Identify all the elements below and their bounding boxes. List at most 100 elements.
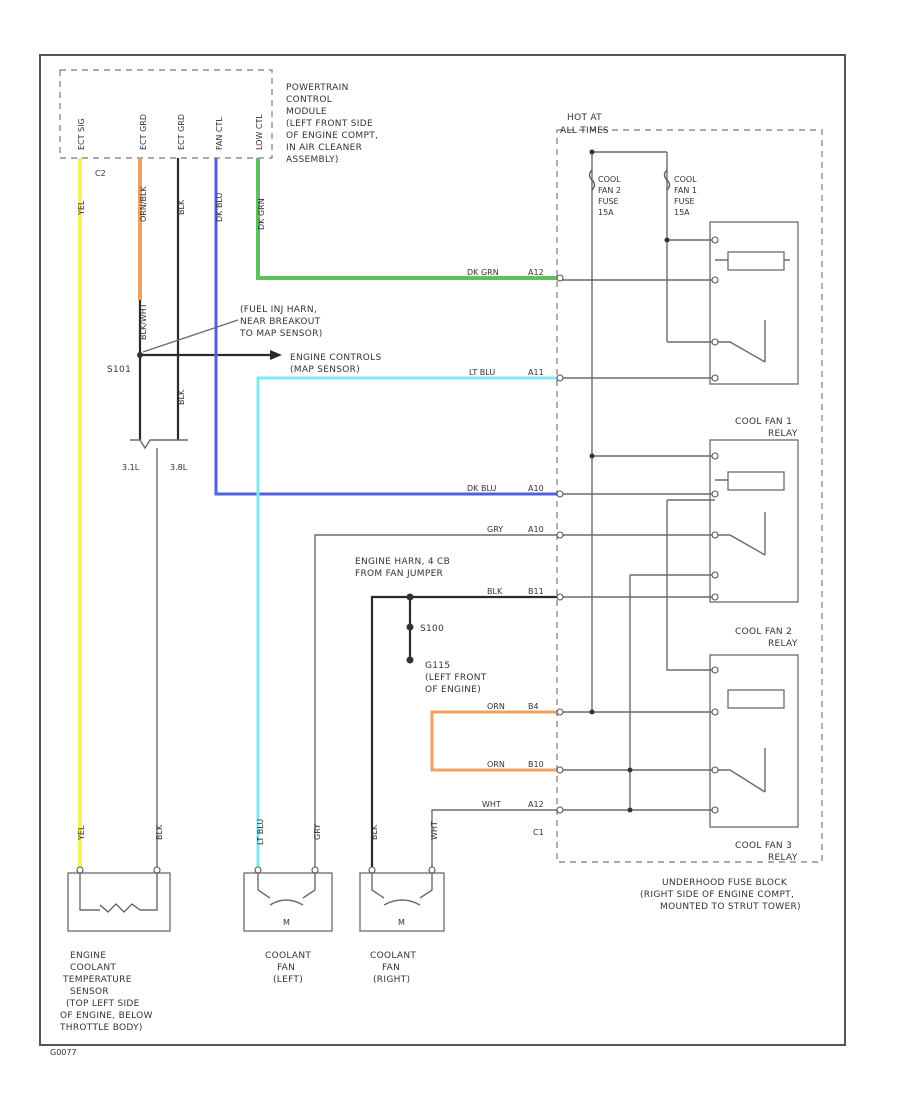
- splice-s100-label: S100: [420, 624, 444, 634]
- fuse-2-line: COOL: [598, 175, 621, 184]
- fuse-2-line: FAN 2: [598, 186, 621, 195]
- wire-row-pin: A10: [528, 484, 544, 493]
- fan-left-line: COOLANT: [265, 951, 311, 961]
- wire-row-pin: A10: [528, 525, 544, 534]
- pcm-title-line: (LEFT FRONT SIDE: [286, 119, 373, 129]
- wire-row-label: WHT: [482, 800, 501, 809]
- wire-label-blk2: BLK: [177, 389, 186, 405]
- wire-row-label: LT BLU: [469, 368, 495, 377]
- fuse-block-location-line: UNDERHOOD FUSE BLOCK: [662, 878, 788, 888]
- wire-label-blk-low: BLK: [155, 824, 164, 840]
- wire-label-lt-blu: LT BLU: [256, 819, 265, 845]
- wire-label-orn: ORN/BLK: [139, 186, 148, 222]
- fuse-1-line: COOL: [674, 175, 697, 184]
- wire-row-label: GRY: [487, 525, 503, 534]
- fan-right-line: FAN: [382, 963, 400, 973]
- wire-row-pin: A12: [528, 268, 544, 277]
- wire-label-wht: WHT: [430, 821, 439, 840]
- relay-3-line: COOL FAN 3: [735, 841, 792, 851]
- diagram-footer-code: G0077: [50, 1048, 77, 1057]
- jumper-line: ENGINE HARN, 4 CB: [355, 557, 450, 567]
- wire-row-pin: B4: [528, 702, 539, 711]
- wire-row-label: ORN: [487, 702, 505, 711]
- wire-s101-leader: [142, 319, 239, 353]
- relay-3-line: RELAY: [768, 853, 798, 863]
- fuel-inj-harn-line: NEAR BREAKOUT: [240, 317, 321, 327]
- wire-row-label: DK BLU: [467, 484, 496, 493]
- engine-variant-label: 3.1L: [122, 463, 140, 472]
- splice-s101-label: S101: [107, 365, 131, 375]
- fuse-1-icon: [663, 169, 671, 191]
- pcm-module: POWERTRAIN CONTROL MODULE (LEFT FRONT SI…: [59, 69, 378, 178]
- wire-label-yel: YEL: [77, 200, 86, 216]
- relay-2: COOL FAN 2 RELAY: [560, 627, 799, 828]
- relay-2-line: COOL FAN 2: [735, 627, 792, 637]
- pcm-pin-label: ECT GRD: [139, 114, 148, 150]
- pcm-pin-label: ECT SIG: [77, 118, 86, 150]
- wire-black-jumper: [370, 595, 560, 870]
- fuse-1-line: FAN 1: [674, 186, 697, 195]
- fuse-2-line: 15A: [598, 208, 614, 217]
- fan-left-line: (LEFT): [273, 975, 303, 985]
- harness-merge: [130, 439, 188, 450]
- wire-row-pin: A12: [528, 800, 544, 809]
- hot-at-line: ALL TIMES: [560, 126, 609, 136]
- wire-label-blk: BLK: [177, 199, 186, 215]
- relay-1-line: RELAY: [768, 429, 798, 439]
- engine-controls-line: (MAP SENSOR): [290, 365, 360, 375]
- ect-sensor-line: ENGINE: [70, 951, 106, 961]
- fuse-block-terminals: [556, 274, 564, 814]
- wire-row-label: ORN: [487, 760, 505, 769]
- splice-s100-dot: [406, 623, 414, 631]
- pcm-title-line: CONTROL: [286, 95, 332, 105]
- engine-controls-line: ENGINE CONTROLS: [290, 353, 382, 363]
- engine-variant-label: 3.8L: [170, 463, 188, 472]
- fan-left-line: FAN: [277, 963, 295, 973]
- relay-1-line: COOL FAN 1: [735, 417, 792, 427]
- wire-row-label: BLK: [487, 587, 503, 596]
- coolant-fan-right: M COOLANT FAN (RIGHT): [359, 866, 445, 985]
- wire-label-blk-wht: BLK/WHT: [139, 303, 148, 340]
- splice-s101-dot: [137, 352, 143, 358]
- ect-sensor: ENGINE COOLANT TEMPERATURE SENSOR (TOP L…: [59, 866, 171, 1033]
- wire-orange-loop: [430, 710, 560, 772]
- ground-g115-dot: [406, 656, 414, 664]
- wire-rows: DK GRN A12 LT BLU A11 DK BLU A10 GRY A10…: [467, 268, 544, 809]
- relay-1: COOL FAN 1 RELAY: [560, 417, 799, 603]
- fuse-block-location-line: MOUNTED TO STRUT TOWER): [660, 902, 801, 912]
- relay-3-top: [560, 221, 799, 385]
- wire-row-label: DK GRN: [467, 268, 499, 277]
- pcm-title-line: MODULE: [286, 107, 327, 117]
- wire-label-blk3: BLK: [370, 824, 379, 840]
- ect-sensor-line: COOLANT: [70, 963, 116, 973]
- ect-sensor-line: TEMPERATURE: [62, 975, 132, 985]
- fuse-1-line: FUSE: [674, 197, 695, 206]
- wire-row-pin: B11: [528, 587, 544, 596]
- pcm-connector-label: C2: [95, 169, 106, 178]
- hot-at-line: HOT AT: [567, 113, 602, 123]
- pcm-pin-label: ECT GRD: [177, 114, 186, 150]
- fuse-block-connector: C1: [533, 828, 544, 837]
- splice-jumper-dot: [406, 593, 414, 601]
- fan-right-line: COOLANT: [370, 951, 416, 961]
- fuel-inj-harn-line: TO MAP SENSOR): [239, 329, 323, 339]
- ect-sensor-line: OF ENGINE, BELOW: [60, 1011, 153, 1021]
- ect-sensor-line: (TOP LEFT SIDE: [66, 999, 140, 1009]
- diagram-frame: [39, 54, 846, 1046]
- pcm-title-line: ASSEMBLY): [286, 155, 339, 165]
- underhood-fuse-block: HOT AT ALL TIMES COOL FAN 2 FUSE 15A COO…: [533, 113, 823, 863]
- motor-icon: M: [283, 918, 290, 927]
- fuel-inj-harn-line: (FUEL INJ HARN,: [240, 305, 317, 315]
- wire-green: [256, 158, 560, 280]
- thermistor-icon: [99, 903, 141, 913]
- wire-blue: [214, 158, 560, 496]
- ect-sensor-line: THROTTLE BODY): [59, 1023, 143, 1033]
- fuse-bus-right-2: [666, 500, 715, 671]
- wire-cyan: [256, 376, 560, 870]
- ground-g115-line: (LEFT FRONT: [425, 673, 487, 683]
- relay-2-line: RELAY: [768, 639, 798, 649]
- wire-label-gry: GRY: [313, 824, 322, 840]
- wire-label-yel-low: YEL: [77, 825, 86, 841]
- pcm-title-line: IN AIR CLEANER: [286, 143, 362, 153]
